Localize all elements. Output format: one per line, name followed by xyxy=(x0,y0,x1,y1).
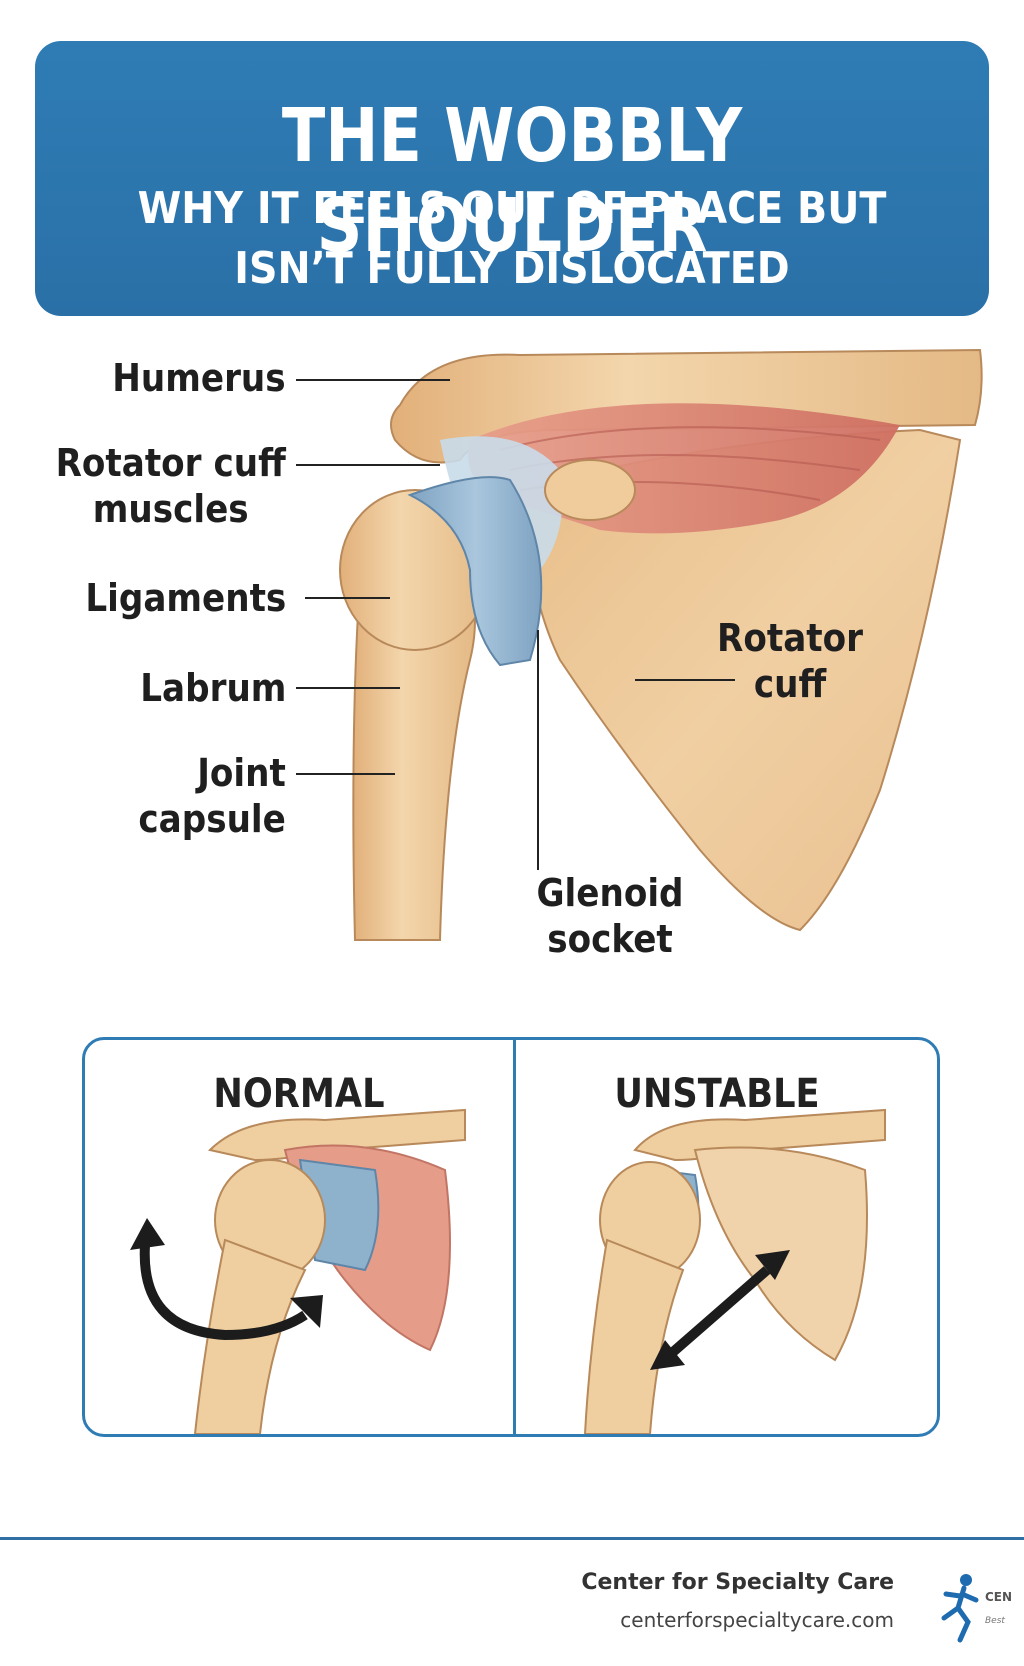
shoulder-anatomy-diagram: Humerus Rotator cuff muscles Ligaments L… xyxy=(0,330,1024,1030)
label-ligaments: Ligaments xyxy=(85,576,286,620)
header-banner: THE WOBBLY SHOULDER WHY IT FEELS OUT OF … xyxy=(35,41,989,316)
comparison-illustration xyxy=(130,1108,886,1434)
brand-url[interactable]: centerforspecialtycare.com xyxy=(620,1608,894,1632)
footer-divider xyxy=(0,1537,1024,1540)
label-rotator-cuff: Rotator cuff xyxy=(717,616,863,706)
unstable-title: UNSTABLE xyxy=(614,1071,820,1117)
panel-divider xyxy=(513,1040,516,1434)
page-subtitle: WHY IT FEELS OUT OF PLACE BUT ISN’T FULL… xyxy=(83,179,942,299)
joint-capsule-ring xyxy=(407,476,543,667)
subtitle-line-2: ISN’T FULLY DISLOCATED xyxy=(234,243,790,294)
unstable-shoulder xyxy=(583,1108,886,1434)
logo-tagline: Best xyxy=(985,1616,1005,1626)
logo-text: CEN xyxy=(985,1590,1013,1604)
label-labrum: Labrum xyxy=(139,666,286,710)
brand-logo-icon xyxy=(941,1574,979,1643)
shoulder-illustration xyxy=(296,348,983,941)
coracoid-shape xyxy=(544,459,636,521)
unstable-motion-arrow xyxy=(669,1266,771,1356)
brand-name: Center for Specialty Care xyxy=(581,1570,894,1595)
label-humerus: Humerus xyxy=(112,356,286,400)
page-title: THE WOBBLY SHOULDER xyxy=(281,93,743,269)
normal-title: NORMAL xyxy=(213,1071,385,1117)
normal-shoulder xyxy=(130,1108,466,1434)
subtitle-line-1: WHY IT FEELS OUT OF PLACE BUT xyxy=(137,183,887,234)
humerus-shaft xyxy=(352,579,476,941)
comparison-panels: NORMAL UNSTABLE xyxy=(82,1037,940,1437)
normal-motion-arrow xyxy=(139,1244,308,1341)
label-rotator-cuff-muscles: Rotator cuff muscles xyxy=(55,441,286,531)
label-joint-capsule: Joint capsule xyxy=(138,751,286,841)
label-glenoid-socket: Glenoid socket xyxy=(536,871,684,961)
